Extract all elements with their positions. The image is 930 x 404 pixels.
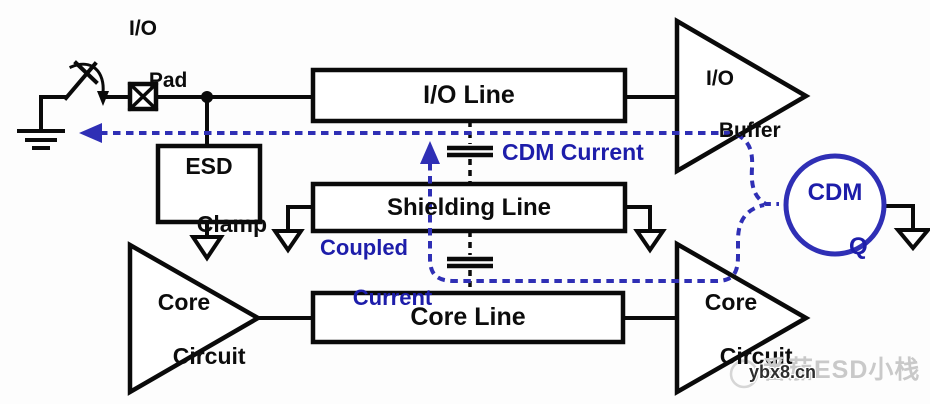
switch-icon (39, 60, 132, 106)
core-circuit-left-line2: Circuit (172, 343, 246, 369)
io-pad-label: I/O Pad (108, 16, 187, 94)
esd-clamp-line2: Clamp (196, 211, 268, 237)
coupled-current-line1: Coupled (320, 235, 408, 260)
core-circuit-right-label: Core Circuit (675, 289, 793, 370)
esd-clamp-label: ESD Clamp (152, 152, 268, 239)
coupled-current-arrowhead-icon (420, 141, 440, 164)
io-buffer-line2: Buffer (718, 119, 781, 142)
cdm-ground-icon (882, 204, 930, 252)
cdm-current-label: CDM Current (502, 139, 644, 165)
core-line-label: Core Line (410, 303, 526, 331)
io-pad-line1: I/O (128, 17, 157, 40)
clamp-ground-arrow-icon (189, 220, 225, 262)
core-circuit-right-triangle (674, 240, 811, 396)
io-line-label: I/O Line (423, 81, 515, 109)
coupled-current-line2: Current (352, 285, 433, 310)
core-circuit-right-line1: Core (704, 289, 758, 315)
io-line-box (310, 67, 628, 124)
coupled-current-label: Coupled Current (310, 235, 432, 310)
core-circuit-right-line2: Circuit (719, 343, 793, 369)
ground-icon (17, 95, 65, 150)
coupling-capacitor-top-icon (447, 121, 493, 184)
io-pad-line2: Pad (148, 69, 188, 92)
io-pad-symbol (127, 81, 159, 112)
io-buffer-triangle (674, 17, 811, 175)
coupled-current-path (420, 141, 765, 283)
cdm-source-line2: Q (849, 233, 868, 260)
cdm-source-circle (783, 153, 887, 257)
core-circuit-left-line1: Core (157, 289, 211, 315)
watermark-brand: 番茄ESD小栈 (762, 356, 921, 384)
esd-clamp-box (155, 143, 263, 225)
shield-ground-left-icon (271, 205, 315, 254)
io-buffer-line1: I/O (705, 67, 734, 90)
cdm-current-path (79, 123, 779, 206)
cdm-source-label: CDM Q (787, 179, 883, 260)
core-circuit-left-label: Core Circuit (128, 289, 246, 370)
cdm-source-line1: CDM (807, 179, 863, 206)
shield-ground-right-icon (623, 205, 667, 254)
coupling-capacitor-bottom-icon (447, 231, 493, 293)
io-buffer-label: I/O Buffer (678, 66, 781, 144)
core-circuit-left-triangle (127, 241, 263, 396)
tomato-logo-icon (729, 359, 759, 389)
cdm-current-arrowhead-icon (79, 123, 102, 143)
watermark-site: ybx8.cn (749, 362, 817, 382)
esd-clamp-line1: ESD (185, 153, 233, 179)
shielding-line-label: Shielding Line (386, 194, 551, 221)
